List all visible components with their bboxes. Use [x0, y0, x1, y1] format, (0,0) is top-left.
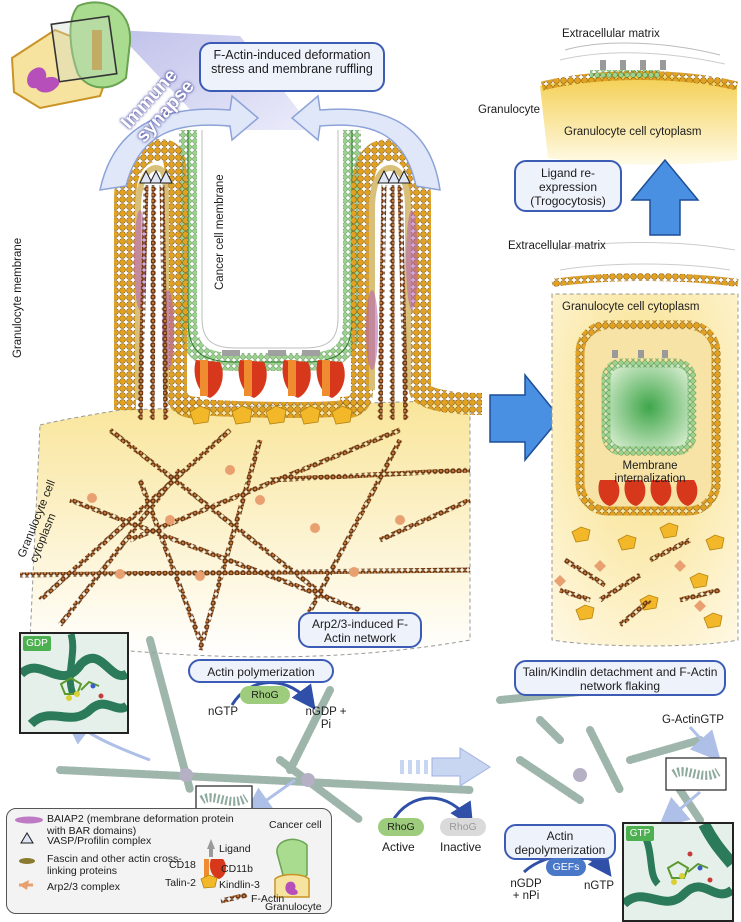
talin-detachment-box: Talin/Kindlin detachment and F-Actin net…	[514, 660, 726, 696]
arp23-nodes	[87, 465, 405, 581]
gtp-tag: GTP	[626, 826, 654, 841]
deformation-stress-box: F-Actin-induced deformation stress and m…	[199, 42, 385, 92]
ngdp-npi-label: nGDP + nPi	[510, 878, 542, 902]
gtp-structure-art	[624, 824, 732, 908]
ngtp-depoly-label: nGTP	[584, 880, 615, 892]
granulocyte-cytoplasm-right-label: Granulocyte cell cytoplasm	[562, 301, 700, 313]
legend-ligand: Ligand	[219, 843, 251, 855]
rhog-switch-arrow	[390, 796, 474, 828]
rhog-inactive-label: Inactive	[440, 840, 482, 854]
vasp-complexes	[139, 169, 411, 184]
arrow-to-gtp	[658, 790, 701, 828]
granulocyte-membrane-label: Granulocyte membrane	[12, 237, 24, 358]
fold-actin-bundles	[137, 184, 409, 421]
ngdp-pi-label: nGDP + Pi	[305, 706, 347, 731]
granulocyte-cytoplasm-top-label: Granulocyte cell cytoplasm	[564, 126, 702, 138]
up-arrow	[630, 158, 700, 236]
actin-depolymerization-box: Actin depolymerization	[504, 824, 616, 860]
granulocyte-internalization-cell	[551, 242, 739, 647]
granulocyte-membrane-right-fold	[339, 138, 483, 419]
legend-vasp: VASP/Profilin complex	[47, 835, 152, 847]
gdp-tag: GDP	[23, 636, 51, 651]
legend-baiap2: BAIAP2 (membrane deformation protein wit…	[47, 813, 234, 837]
bottom-arp23-nodes	[179, 768, 587, 787]
legend-arp23: Arp2/3 complex	[47, 881, 120, 893]
gdp-structure-art	[21, 634, 127, 728]
actin-polymerization-box: Actin polymerization	[188, 659, 334, 683]
legend-factin: F-Actin	[251, 893, 285, 905]
arrow-g-actin	[688, 726, 721, 762]
extracellular-matrix-top-label: Extracellular matrix	[562, 28, 660, 40]
granulocyte-top-cell	[540, 42, 739, 165]
gtp-structure-panel: GTP	[622, 822, 734, 922]
arp23-factin-network	[19, 427, 472, 651]
legend-cd18: CD18	[169, 859, 196, 871]
gefs-pill: GEFs	[546, 858, 586, 876]
membrane-internalization-label: Membrane internalization	[614, 460, 686, 485]
bottom-filaments	[56, 636, 704, 824]
legend-talin2: Talin-2	[165, 877, 196, 889]
gdp-structure-panel: GDP	[19, 632, 129, 734]
right-arrow	[489, 372, 561, 463]
rhog-active-pill: RhoG	[378, 818, 424, 836]
rhog-active-label: Active	[382, 840, 415, 854]
legend-icons	[15, 816, 310, 904]
legend-cancer-cell: Cancer cell	[269, 819, 322, 831]
deformation-arrows	[99, 94, 441, 191]
legend-fascin: Fascin and other actin cross-linking pro…	[47, 853, 182, 877]
cancer-cell-membrane	[179, 130, 361, 371]
legend-kindlin3: Kindlin-3	[219, 879, 260, 891]
legend-granulocyte: Granulocyte	[265, 901, 322, 913]
legend-cd11b: CD11b	[221, 863, 253, 875]
arp23-network-box: Arp2/3-induced F-Actin network	[298, 612, 422, 648]
arrow-filament-to-snapshot	[242, 778, 296, 818]
ligand-reexpression-box: Ligand re-expression (Trogocytosis)	[514, 160, 622, 212]
g-actin-gtp-label: G-ActinGTP	[662, 714, 724, 726]
integrin-cluster	[189, 350, 353, 425]
rhog-polymerization-pill: RhoG	[240, 686, 290, 704]
legend-panel: BAIAP2 (membrane deformation protein wit…	[6, 808, 332, 914]
rhog-inactive-pill: RhoG	[440, 818, 486, 836]
ngtp-label: nGTP	[208, 706, 239, 718]
cancer-cell-membrane-label: Cancer cell membrane	[214, 174, 226, 290]
granulocyte-label: Granulocyte	[478, 104, 541, 116]
flow-arrow	[400, 747, 491, 787]
extracellular-matrix-mid-label: Extracellular matrix	[508, 240, 606, 252]
